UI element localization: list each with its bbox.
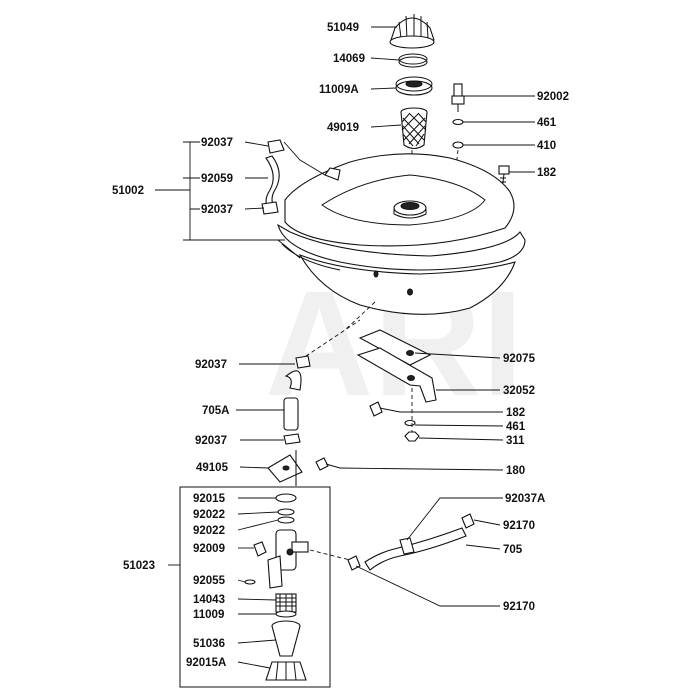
nut-311	[404, 431, 420, 442]
breather-hose	[261, 139, 326, 215]
cap-gasket	[398, 53, 428, 68]
label-51002: 51002	[112, 185, 144, 197]
label-11009A: 11009A	[319, 84, 359, 96]
label-311: 311	[506, 435, 525, 447]
label-705A: 705A	[202, 405, 230, 417]
label-51049: 51049	[327, 22, 359, 34]
valve-assembly-box	[179, 486, 331, 688]
fuel-line-705	[309, 513, 475, 571]
label-92037-upper: 92037	[201, 137, 233, 149]
fuel-valve	[244, 493, 309, 681]
label-461-upper: 461	[537, 117, 557, 129]
label-11009: 11009	[193, 609, 224, 621]
label-92170-lower: 92170	[503, 601, 535, 613]
label-51023: 51023	[123, 560, 155, 572]
label-92037-hose-top: 92037	[195, 359, 227, 371]
label-92002: 92002	[537, 91, 569, 103]
fuel-strainer	[400, 107, 428, 150]
label-92170-upper: 92170	[503, 520, 535, 532]
label-14069: 14069	[333, 53, 365, 65]
leader-lines	[155, 26, 535, 669]
label-49019: 49019	[327, 122, 359, 134]
label-51036: 51036	[193, 638, 225, 650]
label-182-lower: 182	[506, 407, 525, 419]
label-92022-lower: 92022	[193, 525, 225, 537]
label-461-lower: 461	[506, 421, 526, 433]
fuel-hose-705A	[283, 355, 311, 445]
label-92055: 92055	[193, 575, 226, 587]
washer-461	[452, 118, 464, 126]
washer-461-lower	[404, 419, 416, 427]
washer-410	[452, 141, 464, 149]
filter-ring	[395, 76, 433, 96]
label-180: 180	[506, 465, 525, 477]
label-92015A: 92015A	[186, 657, 226, 669]
label-182-upper: 182	[537, 167, 556, 179]
valve-bracket	[267, 450, 303, 486]
label-92022-upper: 92022	[193, 509, 225, 521]
label-92037A: 92037A	[505, 493, 545, 505]
label-32052: 32052	[503, 385, 535, 397]
label-92009: 92009	[193, 543, 225, 555]
fuel-tank	[277, 153, 526, 315]
fuel-cap	[389, 14, 435, 49]
label-92015: 92015	[193, 493, 226, 505]
part-labels: 51049 14069 11009A 92002 49019 461 410 1…	[112, 22, 569, 669]
label-92037-mid: 92037	[201, 204, 233, 216]
bolt-180	[315, 457, 341, 471]
label-92075: 92075	[503, 353, 536, 365]
label-14043: 14043	[193, 594, 225, 606]
tank-bracket	[299, 301, 437, 403]
label-49105: 49105	[196, 462, 229, 474]
label-92037-hose-bottom: 92037	[195, 435, 227, 447]
label-705: 705	[503, 544, 523, 556]
fitting-92002	[451, 83, 465, 112]
label-92059: 92059	[201, 173, 233, 185]
label-410: 410	[537, 140, 556, 152]
bolt-182-lower	[369, 401, 401, 417]
